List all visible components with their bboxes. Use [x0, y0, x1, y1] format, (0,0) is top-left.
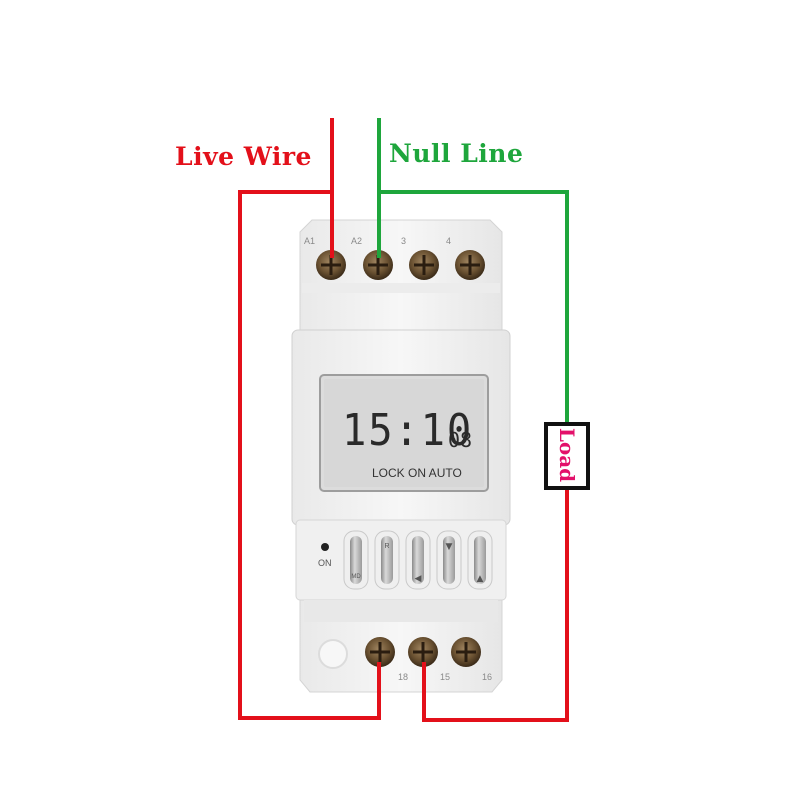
- led-lens: [318, 639, 348, 669]
- terminal-label-16: 16: [482, 672, 493, 682]
- live-wire-label: Live Wire: [175, 142, 312, 171]
- screw-16: [451, 637, 481, 667]
- button-md-glyph: MD: [351, 574, 361, 580]
- load-wire: [422, 488, 569, 722]
- bottom-terminal-block: [299, 599, 503, 693]
- button-up[interactable]: [467, 530, 493, 590]
- button-down[interactable]: [436, 530, 462, 590]
- terminal-label-4: 4: [446, 236, 452, 246]
- null-wire: [377, 118, 569, 424]
- screw-a2: [363, 250, 393, 280]
- screw-18: [365, 637, 395, 667]
- lcd-time: 15:10: [342, 405, 474, 456]
- load-label: Load: [544, 421, 590, 489]
- screw-4: [455, 250, 485, 280]
- button-down-glyph: ▼: [446, 542, 453, 552]
- screw-a1: [316, 250, 346, 280]
- button-md[interactable]: [343, 530, 369, 590]
- lcd-mode: LOCK ON AUTO: [372, 466, 462, 480]
- terminal-label-3: 3: [401, 236, 407, 246]
- button-left[interactable]: [405, 530, 431, 590]
- screw-15: [408, 637, 438, 667]
- on-indicator-dot: [321, 543, 329, 551]
- load-box: [544, 422, 590, 490]
- terminal-label-18: 18: [398, 672, 409, 682]
- terminal-label-15: 15: [440, 672, 451, 682]
- button-r-glyph: R: [384, 543, 389, 550]
- terminal-label-a1: A1: [304, 236, 316, 246]
- button-up-glyph: ▲: [477, 574, 484, 584]
- screw-3: [409, 250, 439, 280]
- button-left-glyph: ◀: [415, 574, 422, 584]
- terminal-label-a2: A2: [351, 236, 363, 246]
- on-indicator-label: ON: [318, 558, 332, 568]
- timer-device: MD R ◀ ▼ ▲: [291, 219, 511, 693]
- lcd-seconds: 08: [448, 428, 473, 452]
- button-r[interactable]: [374, 530, 400, 590]
- live-wire: [238, 118, 381, 720]
- null-line-label: Null Line: [389, 139, 524, 168]
- load-text: Load: [555, 427, 579, 483]
